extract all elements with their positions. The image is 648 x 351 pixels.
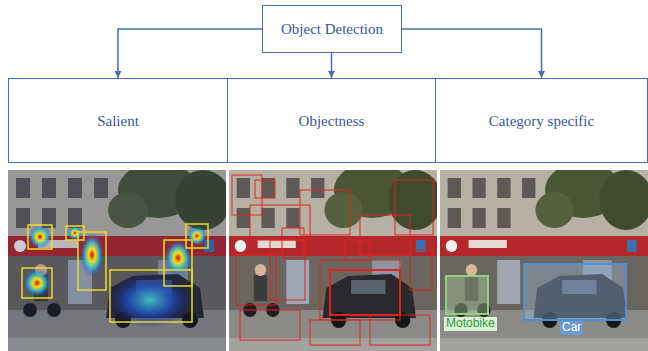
- node-text: Category specific: [489, 112, 594, 130]
- root-box: Object Detection: [262, 5, 402, 53]
- category-box: Salient: [8, 78, 228, 163]
- arrow-connector: [118, 29, 262, 78]
- detection-overlay: [446, 264, 626, 320]
- node-text: Salient: [97, 112, 139, 130]
- class-label: Car: [560, 321, 583, 335]
- arrow-connector: [331, 53, 333, 78]
- category-box: Category specific: [435, 78, 648, 163]
- objectness-overlay: [232, 175, 433, 345]
- node-text: Object Detection: [281, 20, 383, 38]
- node-text: Objectness: [299, 112, 365, 130]
- saliency-overlay: [8, 170, 226, 351]
- arrow-connector: [402, 29, 542, 78]
- class-label: Motobike: [444, 317, 497, 331]
- category-box: Objectness: [227, 78, 436, 163]
